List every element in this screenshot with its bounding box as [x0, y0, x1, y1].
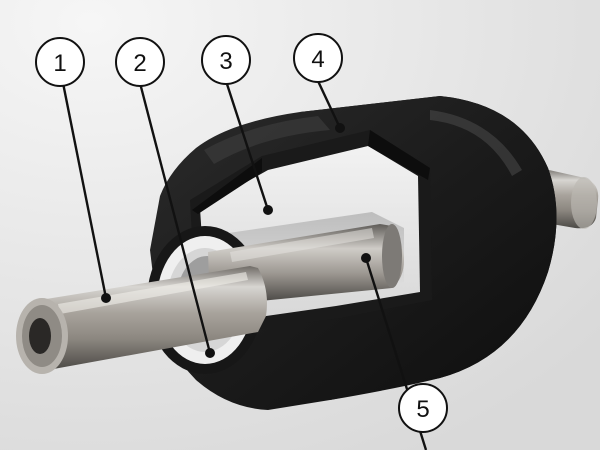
leader-dot-2: [205, 348, 215, 358]
leader-line-3: [224, 80, 270, 211]
leader-dot-3: [263, 205, 273, 215]
leader-dot-1: [101, 293, 111, 303]
callout-label-4: 4: [311, 46, 324, 73]
leader-line-1: [61, 82, 108, 299]
callout-label-2: 2: [133, 50, 146, 77]
callout-3: 3: [201, 35, 251, 85]
leader-dot-5: [361, 253, 371, 263]
leader-lines: [61, 80, 428, 450]
callout-1: 1: [35, 37, 85, 87]
callout-5: 5: [398, 383, 448, 433]
callout-label-1: 1: [53, 50, 66, 77]
leader-line-2: [138, 82, 212, 354]
leader-dot-4: [335, 123, 345, 133]
leader-line-4: [316, 80, 342, 129]
front-pin: [16, 266, 267, 374]
callout-4: 4: [293, 33, 343, 83]
callout-2: 2: [115, 37, 165, 87]
callout-label-5: 5: [416, 396, 429, 423]
leader-dots: [101, 123, 371, 358]
callout-label-3: 3: [219, 48, 232, 75]
